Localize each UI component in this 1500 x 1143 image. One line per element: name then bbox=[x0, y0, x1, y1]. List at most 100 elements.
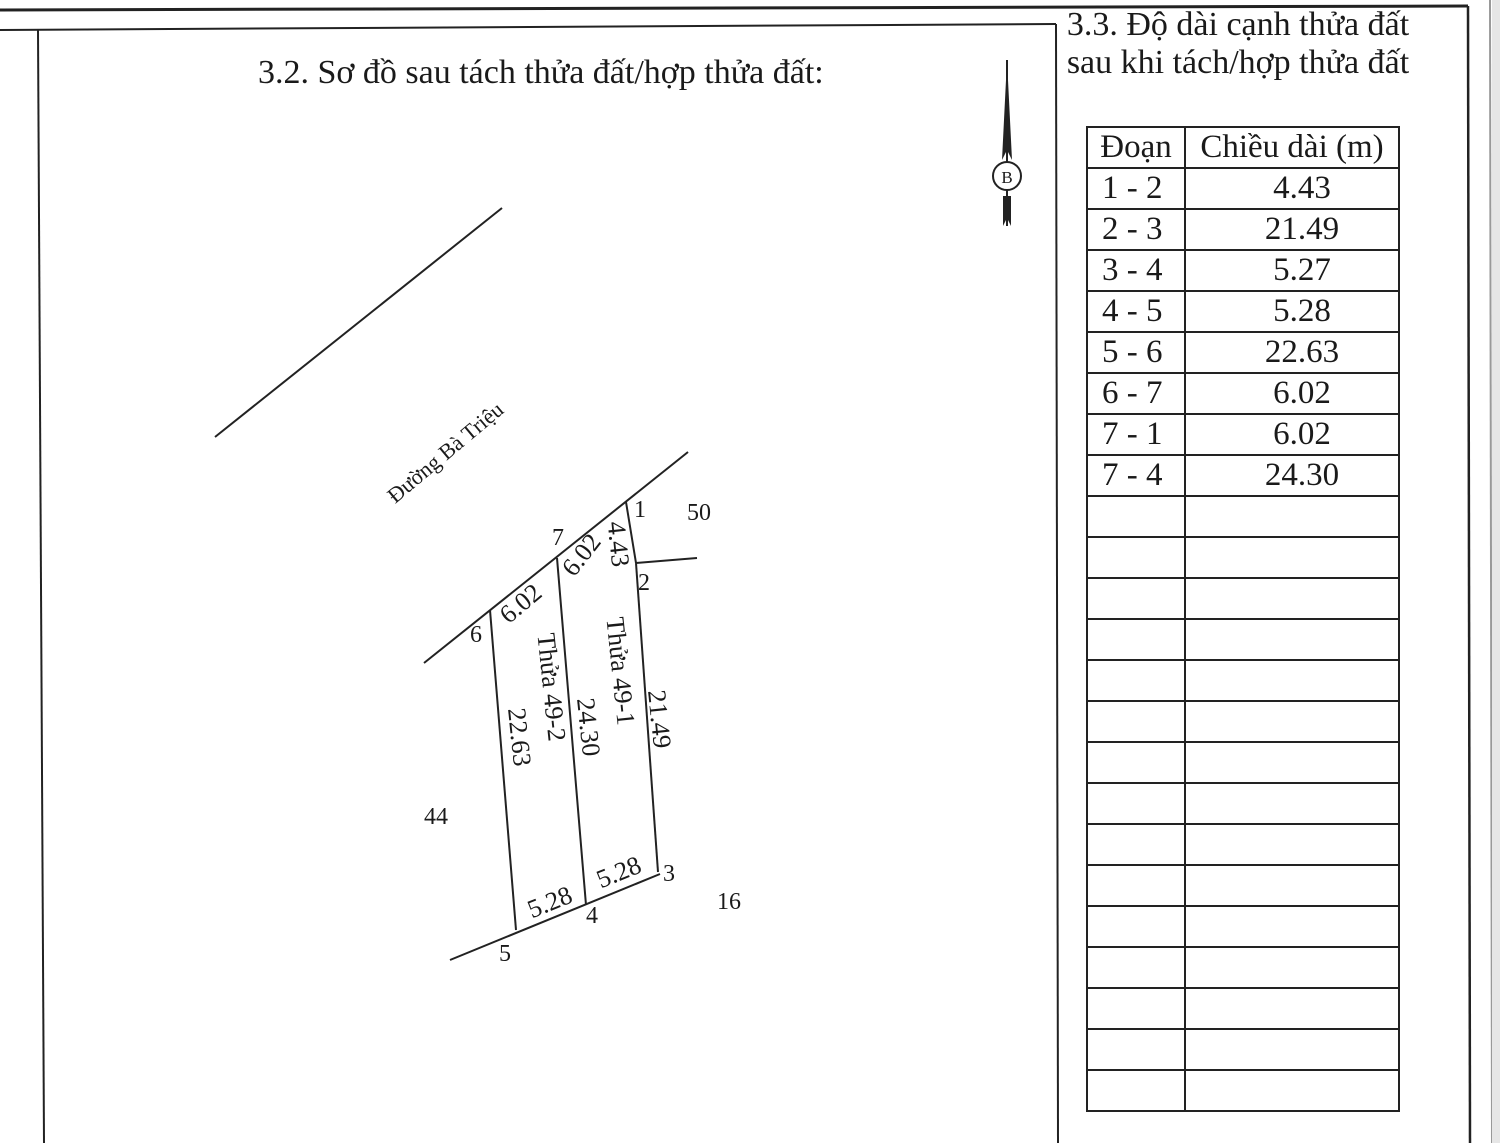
empty-cell bbox=[1184, 1028, 1400, 1071]
page-shadow bbox=[1492, 0, 1500, 1143]
empty-table-row bbox=[1086, 1069, 1400, 1112]
empty-table-row bbox=[1086, 495, 1400, 538]
length-cell: 6.02 bbox=[1184, 413, 1400, 456]
empty-table-row bbox=[1086, 782, 1400, 825]
north-arrow-icon: B bbox=[992, 60, 1022, 226]
empty-cell bbox=[1184, 782, 1400, 825]
empty-cell bbox=[1086, 536, 1186, 579]
length-cell: 6.02 bbox=[1184, 372, 1400, 415]
boundary-1-2 bbox=[625, 501, 637, 564]
empty-cell bbox=[1184, 823, 1400, 866]
empty-cell bbox=[1086, 1069, 1186, 1112]
table-section-title: 3.3. Độ dài cạnh thửa đất sau khi tách/h… bbox=[1066, 6, 1410, 81]
empty-cell bbox=[1184, 946, 1400, 989]
empty-table-row bbox=[1086, 659, 1400, 702]
edge-label-1-2: 4.43 bbox=[602, 520, 636, 568]
segment-cell: 7 - 1 bbox=[1086, 413, 1186, 456]
empty-cell bbox=[1086, 577, 1186, 620]
boundary-2-3 bbox=[635, 562, 659, 873]
empty-table-row bbox=[1086, 700, 1400, 743]
point-4-label: 4 bbox=[586, 903, 598, 929]
front-lot-line bbox=[423, 451, 689, 664]
frame-left-line bbox=[37, 29, 45, 1143]
empty-cell bbox=[1184, 987, 1400, 1030]
empty-cell bbox=[1184, 536, 1400, 579]
point-2-label: 2 bbox=[638, 570, 650, 596]
segment-cell: 3 - 4 bbox=[1086, 249, 1186, 292]
empty-cell bbox=[1184, 659, 1400, 702]
frame-right-edge bbox=[1489, 0, 1493, 1143]
neighbor-line-2 bbox=[635, 557, 698, 564]
boundary-6-5 bbox=[489, 609, 517, 931]
segment-cell: 1 - 2 bbox=[1086, 167, 1186, 210]
empty-table-row bbox=[1086, 905, 1400, 948]
empty-cell bbox=[1184, 741, 1400, 784]
empty-cell bbox=[1086, 741, 1186, 784]
header-segment: Đoạn bbox=[1086, 126, 1186, 169]
empty-table-row bbox=[1086, 1028, 1400, 1071]
edge-label-2-3: 21.49 bbox=[642, 689, 677, 750]
segment-cell: 4 - 5 bbox=[1086, 290, 1186, 333]
empty-table-row bbox=[1086, 536, 1400, 579]
edge-label-5-6: 22.63 bbox=[502, 707, 537, 768]
neighbor-parcel-16: 16 bbox=[717, 889, 741, 915]
edge-label-7-6: 6.02 bbox=[494, 578, 547, 629]
empty-cell bbox=[1086, 987, 1186, 1030]
point-1-label: 1 bbox=[634, 497, 646, 523]
point-3-label: 3 bbox=[663, 861, 675, 887]
empty-table-row bbox=[1086, 987, 1400, 1030]
frame-inner-top-line bbox=[0, 23, 1057, 31]
frame-top-line bbox=[0, 4, 1469, 12]
table-header-row: Đoạn Chiều dài (m) bbox=[1086, 126, 1400, 169]
empty-cell bbox=[1184, 905, 1400, 948]
empty-table-row bbox=[1086, 946, 1400, 989]
point-6-label: 6 bbox=[470, 622, 482, 648]
boundary-7-4 bbox=[556, 557, 587, 906]
length-cell: 5.27 bbox=[1184, 249, 1400, 292]
north-arrow-label: B bbox=[1001, 168, 1012, 187]
empty-cell bbox=[1086, 700, 1186, 743]
neighbor-parcel-44: 44 bbox=[424, 804, 448, 830]
empty-table-row bbox=[1086, 741, 1400, 784]
length-cell: 21.49 bbox=[1184, 208, 1400, 251]
neighbor-parcel-50: 50 bbox=[687, 500, 711, 526]
segment-cell: 5 - 6 bbox=[1086, 331, 1186, 374]
edge-label-4-5: 5.28 bbox=[523, 880, 576, 924]
back-lot-line bbox=[449, 873, 661, 961]
street-edge-line bbox=[214, 207, 503, 438]
empty-cell bbox=[1086, 659, 1186, 702]
empty-table-row bbox=[1086, 864, 1400, 907]
empty-cell bbox=[1086, 495, 1186, 538]
empty-cell bbox=[1086, 864, 1186, 907]
empty-cell bbox=[1184, 577, 1400, 620]
point-7-label: 7 bbox=[552, 525, 564, 551]
frame-divider-line bbox=[1055, 23, 1059, 1143]
empty-cell bbox=[1184, 700, 1400, 743]
empty-table-row bbox=[1086, 577, 1400, 620]
empty-cell bbox=[1086, 618, 1186, 661]
empty-cell bbox=[1184, 1069, 1400, 1112]
length-cell: 4.43 bbox=[1184, 167, 1400, 210]
empty-cell bbox=[1184, 864, 1400, 907]
frame-right-line bbox=[1466, 5, 1472, 1143]
empty-cell bbox=[1086, 782, 1186, 825]
header-length: Chiều dài (m) bbox=[1184, 126, 1400, 169]
segment-cell: 7 - 4 bbox=[1086, 454, 1186, 497]
empty-cell bbox=[1184, 495, 1400, 538]
length-cell: 22.63 bbox=[1184, 331, 1400, 374]
parcel-49-1-label: Thửa 49-1 bbox=[600, 616, 640, 727]
edge-label-3-4: 5.28 bbox=[592, 850, 645, 894]
empty-cell bbox=[1086, 1028, 1186, 1071]
point-5-label: 5 bbox=[499, 941, 511, 967]
